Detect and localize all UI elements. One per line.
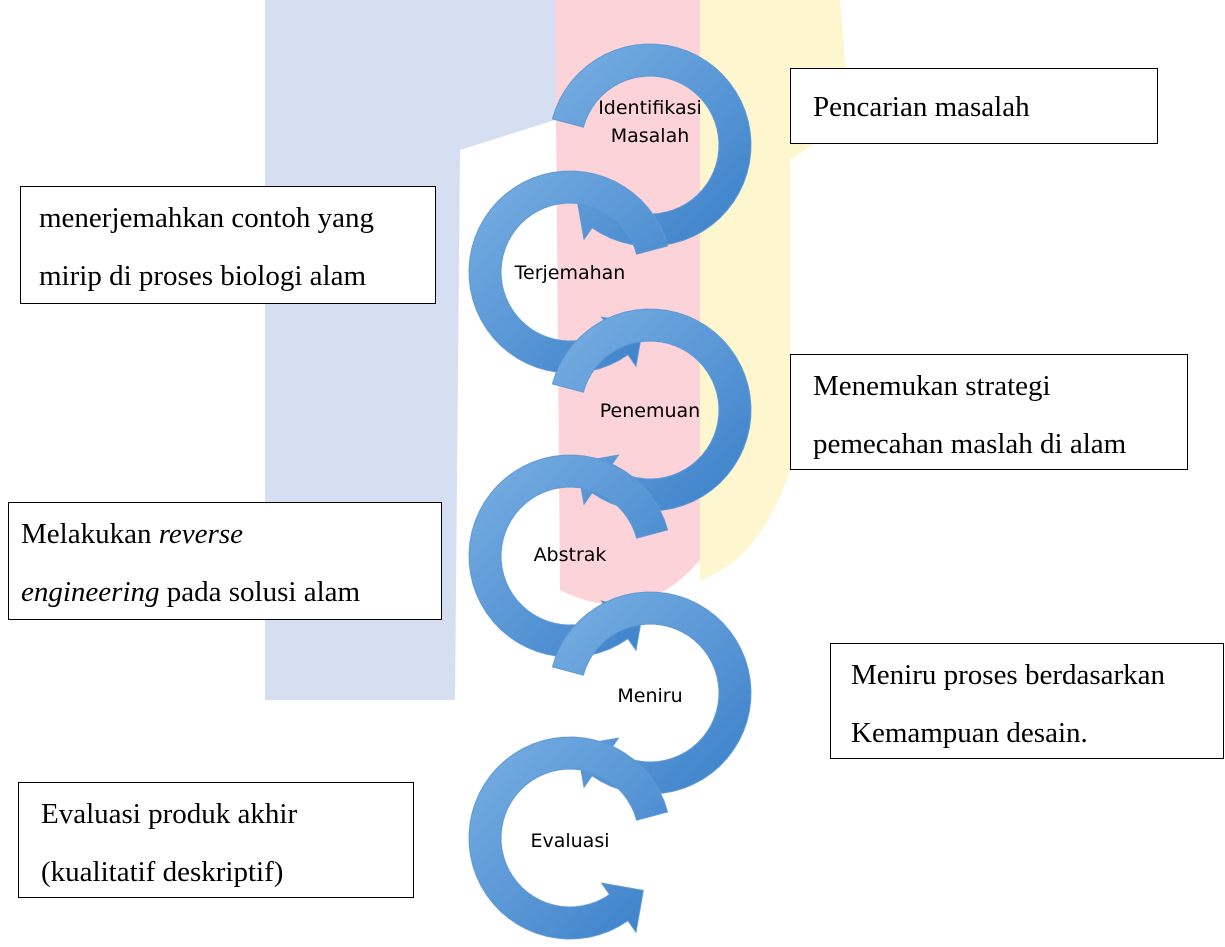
step-label-3: Penemuan [600, 400, 700, 422]
description-italic-text: reverse [158, 518, 243, 550]
description-line: Melakukan reverse [21, 505, 441, 563]
description-italic-text: engineering [21, 576, 160, 608]
step-label-line: Abstrak [534, 544, 607, 566]
description-box-abstrak: Melakukan reverse engineering pada solus… [8, 502, 442, 620]
description-text: Pencarian masalah [813, 91, 1030, 123]
step-label-5: Meniru [617, 685, 682, 707]
chevron-arrow-step-6 [468, 736, 669, 940]
description-text: pada solusi alam [159, 576, 361, 608]
step-label-line: Masalah [611, 125, 690, 147]
description-box-penemuan: Menemukan strategi pemecahan maslah di a… [790, 354, 1188, 470]
step-label-6: Evaluasi [530, 830, 609, 852]
description-text: Meniru proses berdasarkan [851, 659, 1166, 691]
step-label-line: Identifikasi [598, 97, 702, 119]
description-text: menerjemahkan contoh yang [39, 202, 374, 234]
description-text: (kualitatif deskriptif) [41, 856, 284, 888]
description-text: Evaluasi produk akhir [41, 798, 298, 830]
description-box-meniru: Meniru proses berdasarkan Kemampuan desa… [830, 643, 1224, 759]
description-box-evaluasi: Evaluasi produk akhir (kualitatif deskri… [18, 782, 414, 898]
description-text: Melakukan [21, 518, 159, 550]
step-label-line: Penemuan [600, 400, 700, 422]
description-box-identifikasi: Pencarian masalah [790, 68, 1158, 144]
step-label-2: Terjemahan [514, 262, 626, 284]
step-label-4: Abstrak [534, 544, 607, 566]
description-box-terjemahan: menerjemahkan contoh yang mirip di prose… [20, 186, 436, 304]
description-text: Kemampuan desain. [851, 717, 1088, 749]
watermark-red-shape [555, 0, 700, 605]
step-label-line: Terjemahan [514, 262, 626, 284]
step-label-line: Evaluasi [530, 830, 609, 852]
description-text: pemecahan maslah di alam [813, 428, 1127, 460]
description-line: engineering pada solusi alam [21, 563, 441, 621]
description-text: Menemukan strategi [813, 370, 1051, 402]
description-text: mirip di proses biologi alam [39, 260, 367, 292]
step-label-line: Meniru [617, 685, 682, 707]
